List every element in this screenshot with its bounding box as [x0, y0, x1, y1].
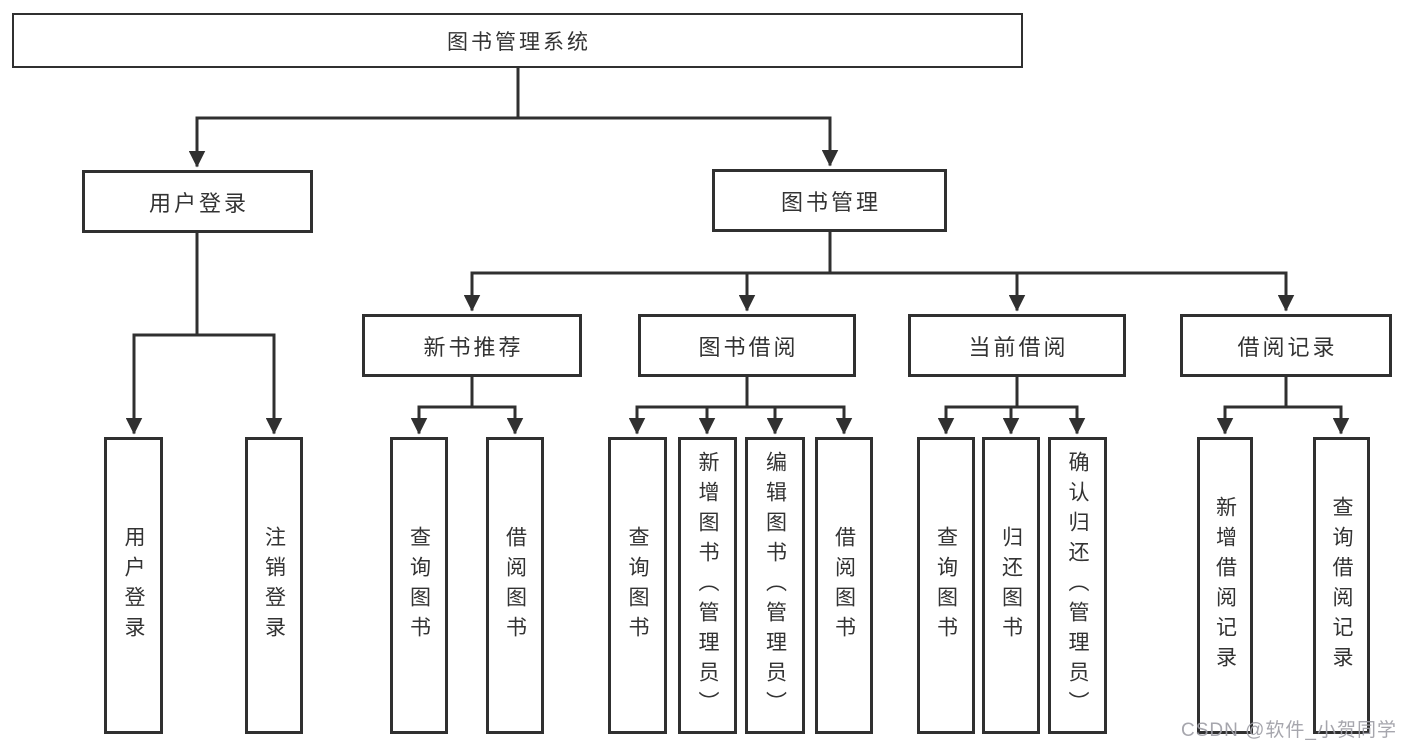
node-label: 查询图书	[407, 525, 431, 646]
node-label: 图书管理系统	[447, 30, 591, 54]
node-book-management: 图书管理	[712, 169, 947, 232]
node-library-management-system: 图书管理系统	[12, 13, 1023, 68]
connector-current-borrow-children	[937, 373, 1086, 435]
leaf-borrow-edit-book-admin: 编辑图书（管理员）	[745, 437, 805, 734]
connector-root-to-level2	[188, 66, 839, 168]
node-new-book-recommend: 新书推荐	[362, 314, 582, 377]
node-label: 用户登录	[148, 190, 249, 216]
connector-user-login-children	[125, 229, 283, 435]
node-label: 用户登录	[122, 525, 145, 646]
node-user-login: 用户登录	[82, 170, 313, 233]
node-label: 图书管理	[780, 189, 881, 215]
connector-new-book-recommend-children	[410, 373, 524, 435]
node-label: 新增图书（管理员）	[696, 450, 719, 721]
node-label: 借阅图书	[503, 525, 527, 646]
node-label: 借阅图书	[832, 525, 856, 646]
node-label: 确认归还（管理员）	[1066, 450, 1089, 721]
node-label: 新书推荐	[423, 334, 524, 360]
node-label: 借阅记录	[1237, 334, 1338, 360]
node-label: 新增借阅记录	[1213, 495, 1237, 676]
leaf-borrow-borrow-book: 借阅图书	[815, 437, 873, 734]
connector-borrow-records-children	[1216, 373, 1350, 435]
csdn-watermark: CSDN @软件_小贺同学	[1181, 720, 1397, 741]
node-label: 当前借阅	[968, 334, 1069, 360]
node-current-borrow: 当前借阅	[908, 314, 1126, 377]
node-label: 注销登录	[262, 525, 286, 646]
node-book-borrow: 图书借阅	[638, 314, 856, 377]
connector-book-management-children	[463, 228, 1295, 312]
leaf-logout-login: 注销登录	[245, 437, 303, 734]
connector-book-borrow-children	[628, 373, 853, 435]
leaf-current-query-book: 查询图书	[917, 437, 975, 734]
node-label: 归还图书	[999, 525, 1023, 646]
node-label: 编辑图书（管理员）	[763, 450, 787, 721]
leaf-borrow-query-book: 查询图书	[608, 437, 667, 734]
node-label: 查询借阅记录	[1330, 495, 1353, 676]
leaf-current-confirm-return-admin: 确认归还（管理员）	[1048, 437, 1107, 734]
leaf-current-return-book: 归还图书	[982, 437, 1040, 734]
leaf-recommend-borrow-book: 借阅图书	[486, 437, 544, 734]
leaf-user-login: 用户登录	[104, 437, 163, 734]
leaf-recommend-query-book: 查询图书	[390, 437, 448, 734]
node-borrow-records: 借阅记录	[1180, 314, 1392, 377]
node-label: 查询图书	[934, 525, 958, 646]
node-label: 图书借阅	[698, 334, 799, 360]
leaf-records-add-borrow-record: 新增借阅记录	[1197, 437, 1253, 734]
leaf-borrow-add-book-admin: 新增图书（管理员）	[678, 437, 737, 734]
leaf-records-query-borrow-record: 查询借阅记录	[1313, 437, 1370, 734]
node-label: 查询图书	[626, 525, 649, 646]
